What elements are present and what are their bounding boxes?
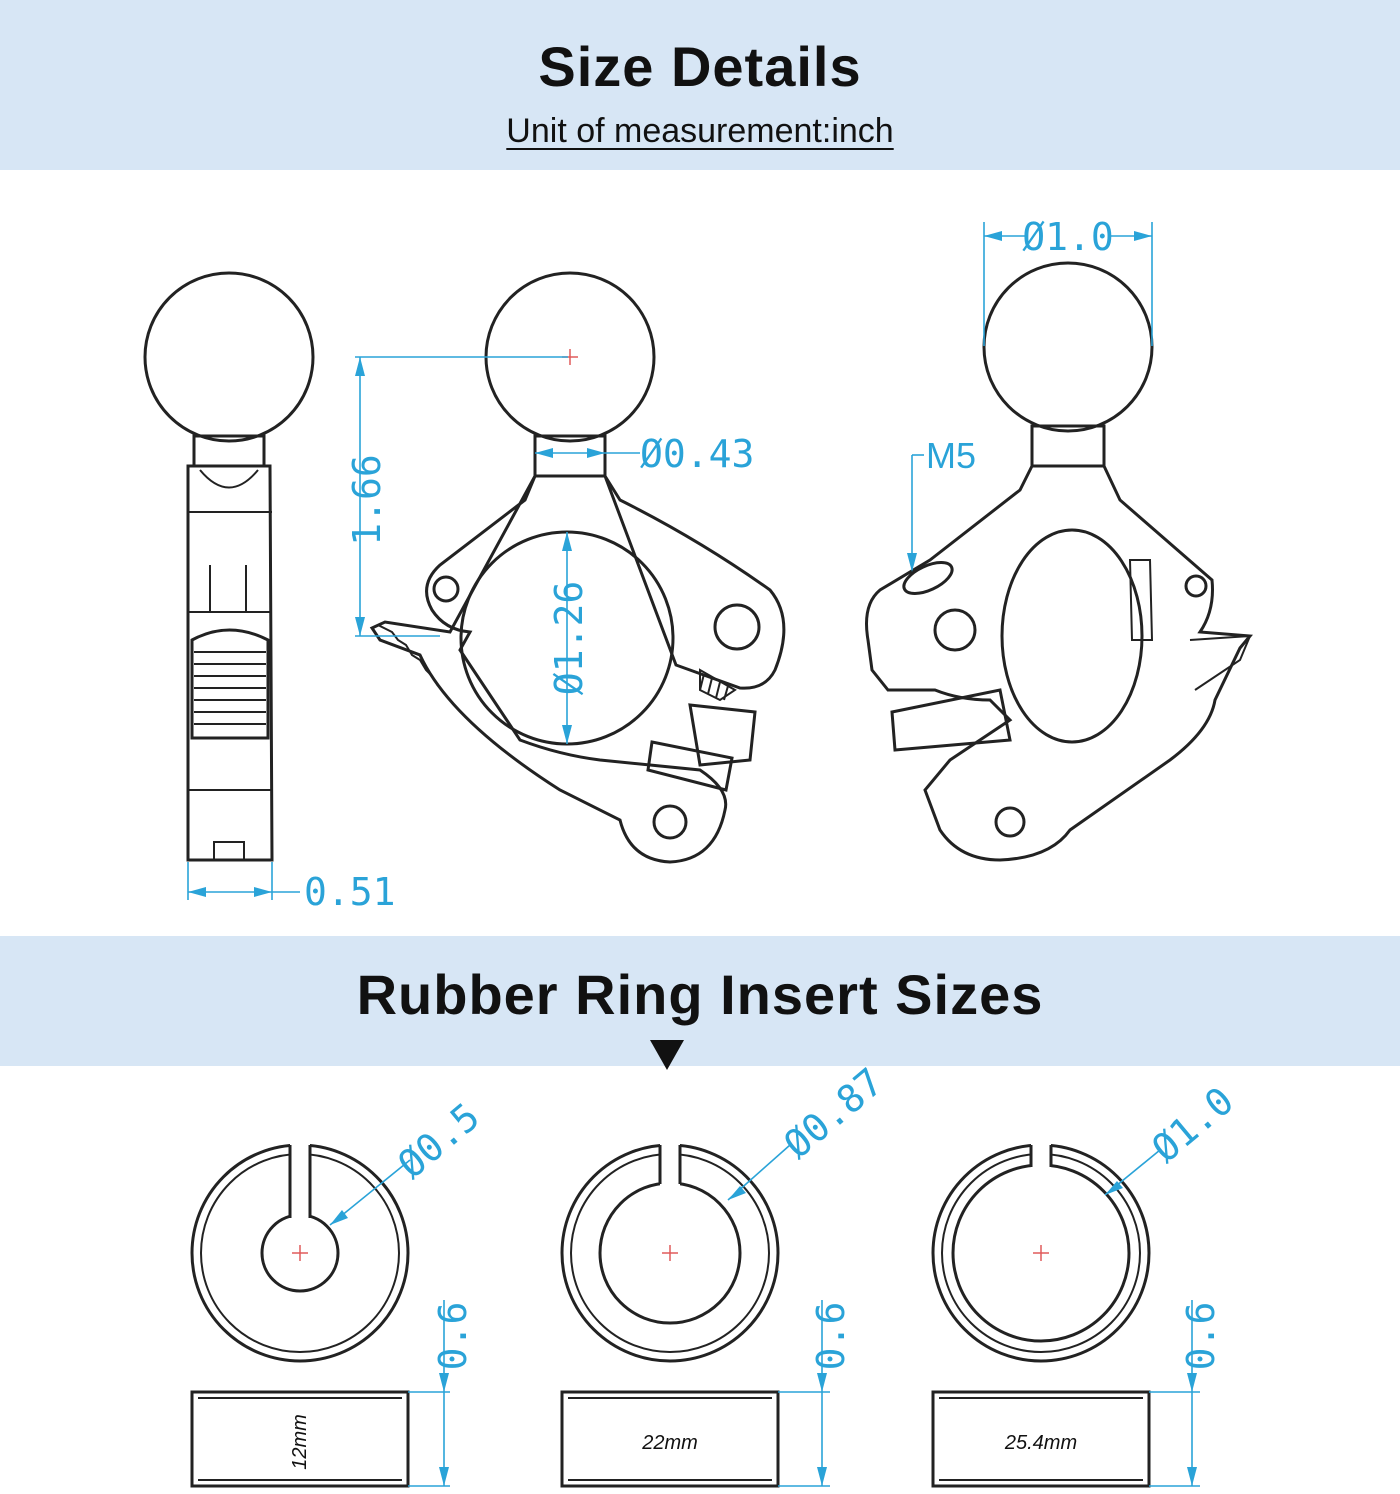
ring-1-size-label: 12mm [289,1414,311,1470]
neck-dia-label: Ø0.43 [640,432,754,476]
ring-3-size-label: 25.4mm [1004,1432,1077,1454]
side-curve [199,469,259,489]
front-screw [699,668,737,702]
ring-1-side [190,1390,410,1488]
back-m5-bore [902,561,954,595]
side-notch [213,841,245,860]
back-hole-left [933,608,977,652]
front-lever-latch [646,740,734,792]
thread-label: M5 [926,435,976,476]
ring-3-dia-label: Ø1.0 [1144,1078,1242,1171]
side-body [186,464,274,862]
page-title: Size Details [538,35,862,98]
back-pivot-hole [994,806,1026,838]
side-ball [143,271,315,443]
front-lobe [603,475,786,690]
unit-subtitle: Unit of measurement:inch [0,112,1400,151]
front-screw-threads [699,673,729,701]
clamp-dia-label: Ø1.26 [547,581,591,695]
front-screw-block [688,703,757,767]
side-width-label: 0.51 [304,870,396,914]
side-view: 0.51 [143,271,396,914]
ring-1: Ø0.5 12mm 0.6 [190,1094,488,1488]
ring-1-dia-label: Ø0.5 [390,1094,488,1187]
ball-dia-label: Ø1.0 [1022,215,1114,259]
back-clamp-bore [1000,528,1144,744]
ring-3: Ø1.0 25.4mm 0.6 [931,1078,1242,1488]
ring-2-height-label: 0.6 [809,1302,853,1371]
header-band [0,0,1400,170]
front-lever-teeth [377,624,439,687]
section-title: Rubber Ring Insert Sizes [356,963,1044,1026]
section-band [0,936,1400,1066]
back-ball [982,261,1154,433]
arrow-down-icon [650,1040,684,1070]
back-latch [890,688,1012,752]
ring-2: Ø0.87 22mm 0.6 [560,1060,892,1488]
ring-2-dia-label: Ø0.87 [776,1060,892,1167]
back-body [865,464,1254,862]
ring-2-side [560,1390,780,1488]
back-lever-teeth [1189,634,1252,691]
ring-2-size-label: 22mm [641,1432,698,1454]
front-pivot-hole [652,804,688,840]
front-body [369,475,728,864]
back-hole-right [1184,574,1208,598]
ring-1-height-label: 0.6 [431,1302,475,1371]
unit-subtitle-text: Unit of measurement:inch [506,112,894,150]
side-slot [209,565,247,613]
side-grip [190,628,270,740]
front-hole-left [432,575,460,603]
side-grip-ridges [194,651,266,725]
front-neck [533,434,607,478]
front-hole-right [713,603,761,651]
front-view: 1.66 Ø0.43 Ø1.26 [345,271,786,864]
ring-3-side [931,1390,1151,1488]
ring-3-height-label: 0.6 [1179,1302,1223,1371]
height-label: 1.66 [345,454,389,546]
back-slot [1128,559,1154,641]
back-view: Ø1.0 M5 [865,215,1254,862]
